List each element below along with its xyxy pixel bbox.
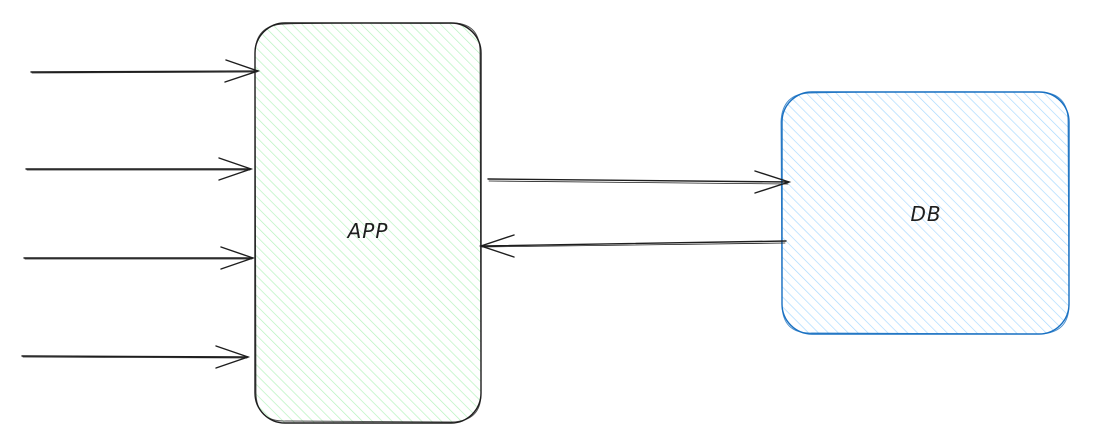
- app-node[interactable]: APP: [254, 22, 482, 424]
- incoming-arrow-3: [23, 246, 256, 270]
- app-to-db-arrow: [487, 170, 792, 194]
- incoming-arrow-2: [25, 157, 254, 181]
- incoming-arrow-4: [21, 345, 251, 369]
- db-label: DB: [910, 202, 941, 226]
- db-node[interactable]: DB: [780, 91, 1070, 335]
- app-label: APP: [346, 219, 389, 243]
- db-to-app-arrow: [478, 234, 787, 258]
- incoming-arrow-1: [30, 59, 261, 83]
